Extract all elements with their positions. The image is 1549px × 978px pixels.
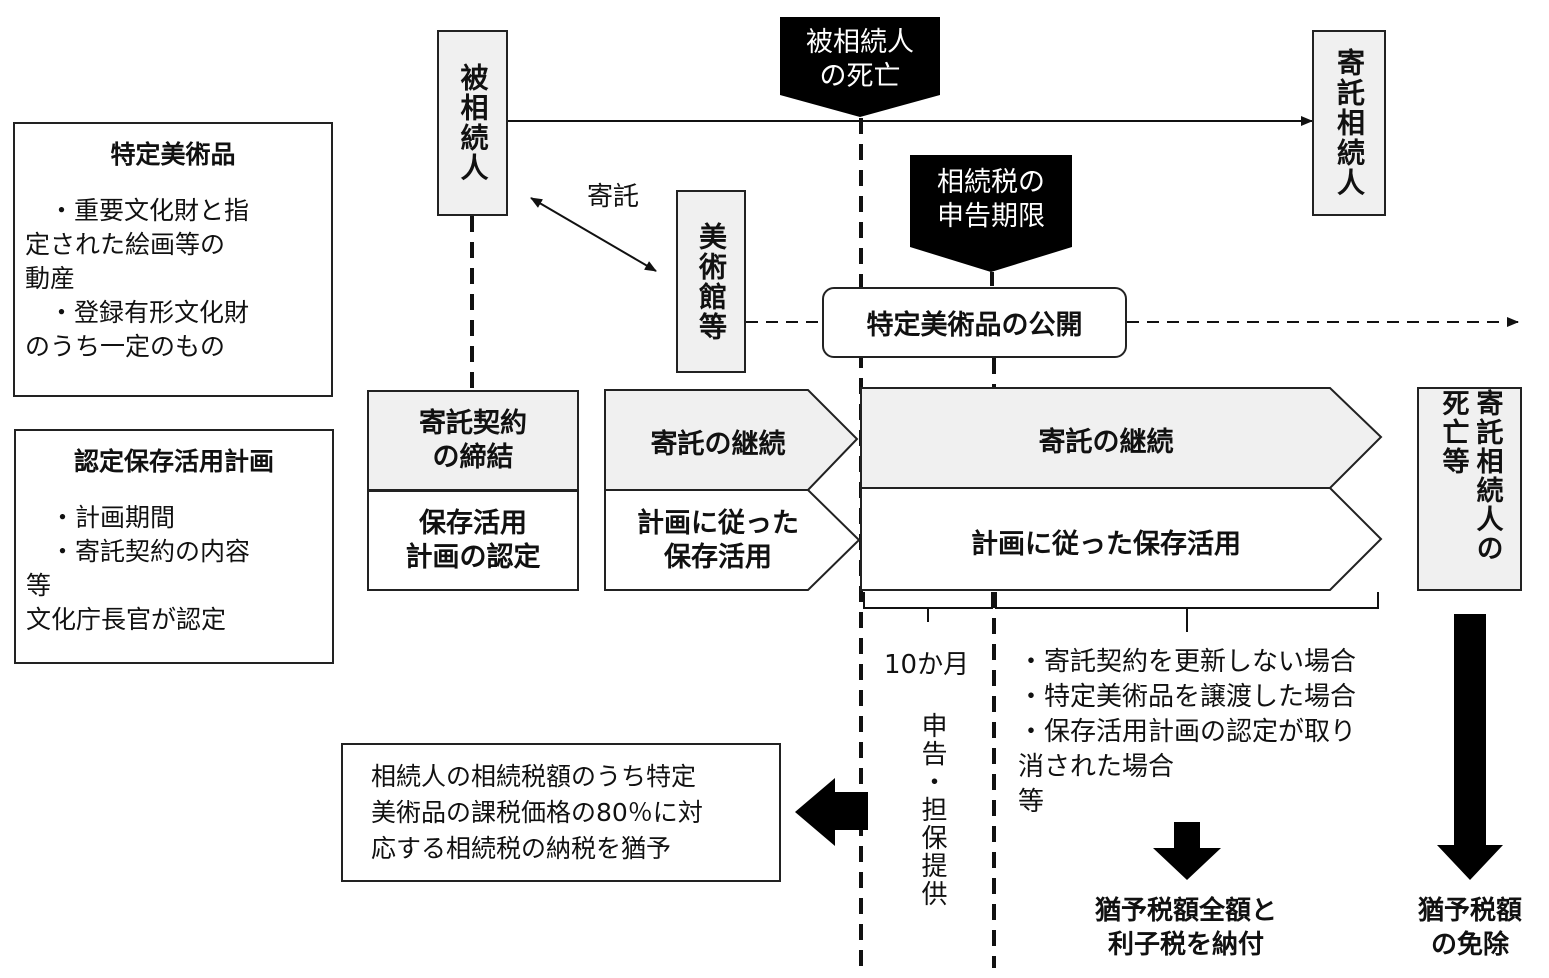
period-brace	[863, 592, 1379, 632]
chevron-continue1-shape	[604, 389, 859, 491]
specific-art-title: 特定美術品	[110, 140, 236, 169]
certified-plan-box: 認定保存活用計画 ・計画期間 ・寄託契約の内容 等 文化庁長官が認定	[14, 429, 334, 664]
specific-art-line: ・重要文化財と指	[49, 196, 250, 225]
deadline-flag-text: 相続税の 申告期限	[937, 167, 1045, 232]
use1-label: 計画に従った 保存活用	[637, 508, 799, 573]
conditions-list: ・寄託契約を更新しない場合 ・特定美術品を譲渡した場合 ・保存活用計画の認定が取…	[1018, 645, 1356, 820]
death-flag-text: 被相続人 の死亡	[806, 27, 914, 92]
death-flag-shape	[780, 17, 940, 117]
depositor-heir-box: 寄託相続人	[1312, 30, 1386, 216]
continue1-label: 寄託の継続	[650, 429, 786, 460]
specific-art-line: ・登録有形文化財	[49, 298, 250, 327]
specific-art-line: 動産	[25, 264, 76, 293]
certified-plan-line: ・計画期間	[50, 503, 176, 532]
decedent-box: 被相続人	[437, 30, 508, 216]
specific-art-box: 特定美術品 ・重要文化財と指 定された絵画等の 動産 ・登録有形文化財 のうち一…	[13, 122, 333, 397]
museum-box: 美術館等	[676, 190, 746, 373]
filing-label: 申告・担保提供	[917, 712, 947, 908]
plan-approval-box: 保存活用 計画の認定	[367, 490, 579, 591]
continue2-label: 寄託の継続	[1038, 427, 1174, 458]
chevron-use2-shape	[860, 487, 1383, 591]
specific-art-lines: ・重要文化財と指 定された絵画等の 動産 ・登録有形文化財 のうち一定のもの	[25, 194, 317, 364]
certified-plan-title: 認定保存活用計画	[73, 447, 274, 476]
condition-item: ・寄託契約を更新しない場合	[1018, 647, 1357, 677]
heir-death-box: 寄託相続人の死亡等	[1417, 387, 1522, 591]
chevron-use1-shape	[604, 489, 861, 591]
condition-item: 等	[1018, 787, 1045, 817]
condition-item: ・保存活用計画の認定が取り	[1018, 717, 1357, 747]
specific-art-line: 定された絵画等の	[25, 230, 226, 259]
use2-label: 計画に従った保存活用	[971, 529, 1241, 560]
pay-down-arrow	[1153, 822, 1221, 880]
condition-item: ・特定美術品を譲渡した場合	[1018, 682, 1357, 712]
certified-plan-lines: ・計画期間 ・寄託契約の内容 等 文化庁長官が認定	[26, 501, 318, 637]
deposit-double-arrow	[530, 197, 657, 272]
exempt-down-arrow	[1437, 614, 1503, 880]
pay-outcome-label: 猶予税額全額と 利子税を納付	[1094, 896, 1277, 960]
left-block-arrow	[795, 778, 868, 846]
deadline-flag-shape	[910, 155, 1072, 272]
period-label: 10か月	[884, 650, 970, 680]
certified-plan-line: 等	[26, 571, 52, 600]
exempt-outcome-label: 猶予税額 の免除	[1417, 896, 1522, 960]
deposit-label: 寄託	[587, 182, 640, 212]
specific-art-line: のうち一定のもの	[25, 332, 226, 361]
contract-box: 寄託契約 の締結	[367, 390, 579, 491]
certified-plan-line: 文化庁長官が認定	[26, 605, 227, 634]
public-display-box: 特定美術品の公開	[822, 287, 1127, 358]
chevron-continue2-shape	[860, 387, 1383, 489]
certified-plan-line: ・寄託契約の内容	[50, 537, 251, 566]
condition-item: 消された場合	[1018, 752, 1175, 782]
deferral-note-box: 相続人の相続税額のうち特定 美術品の課税価格の80％に対 応する相続税の納税を猶…	[341, 743, 781, 882]
